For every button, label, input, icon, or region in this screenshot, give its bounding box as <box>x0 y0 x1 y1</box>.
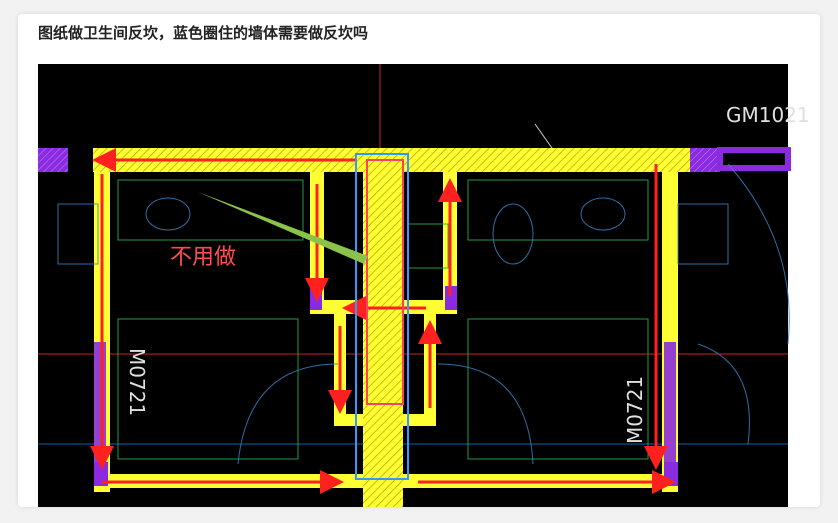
door-label-right: M0721 <box>623 376 647 444</box>
central-wall <box>363 156 403 507</box>
post-card: 图纸做卫生间反坎，蓝色圈住的墙体需要做反坎吗 <box>18 14 820 507</box>
door-label-top: GM1021 <box>726 103 810 127</box>
door-right-leaf <box>664 342 676 472</box>
door-label-left: M0721 <box>125 348 149 416</box>
cad-drawing-image: 不用做 GM1021 M0721 M0721 <box>38 64 810 507</box>
annotation-label: 不用做 <box>170 245 236 270</box>
highlight-box <box>355 153 409 480</box>
pointer-arrow <box>198 192 368 264</box>
floor-plan-svg: 不用做 GM1021 M0721 M0721 <box>38 64 810 507</box>
column-top-right <box>690 148 720 172</box>
post-title: 图纸做卫生间反坎，蓝色圈住的墙体需要做反坎吗 <box>38 24 369 42</box>
column-top-left <box>38 148 68 172</box>
door-left-leaf <box>94 342 106 472</box>
